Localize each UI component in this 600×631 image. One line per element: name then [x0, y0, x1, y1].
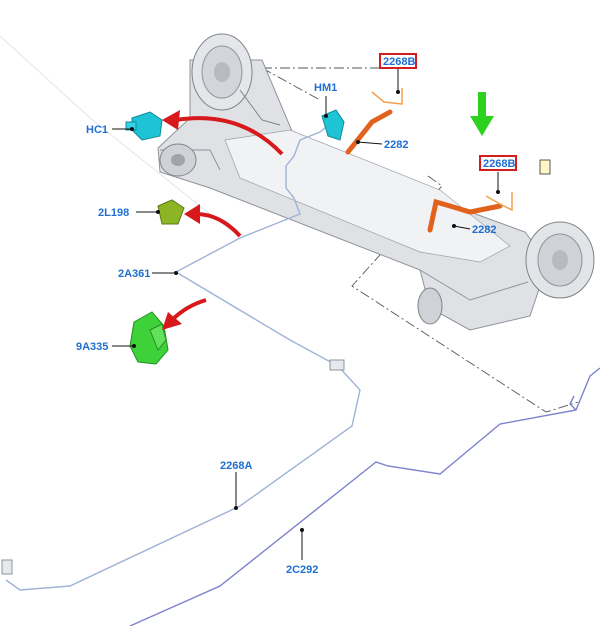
parking-brake-cable	[129, 367, 600, 627]
hc1-part	[125, 111, 163, 141]
leader-dots	[130, 90, 500, 532]
red-arrow-icon	[184, 204, 242, 238]
label-2268b-right: 2268B	[483, 158, 515, 170]
red-arrow-icon	[162, 110, 284, 156]
brake-pipe-fitting	[329, 359, 345, 371]
label-2282-upper: 2282	[384, 139, 408, 151]
label-2268a: 2268A	[220, 460, 252, 472]
hm1-clip-part	[321, 109, 345, 141]
label-2282-lower: 2282	[472, 224, 496, 236]
label-2c292: 2C292	[286, 564, 318, 576]
background-guide-line	[0, 35, 231, 231]
right-brake-drum	[525, 221, 595, 299]
green-down-arrow-icon	[470, 92, 494, 136]
label-hc1: HC1	[86, 124, 108, 136]
leader-lines	[112, 66, 499, 560]
callout-box-2268b-left	[379, 53, 417, 69]
hose-right	[427, 192, 513, 233]
left-brake-drum	[191, 33, 281, 126]
callout-box-2268b-right	[479, 155, 517, 171]
label-2268b-left: 2268B	[383, 56, 415, 68]
label-2a361: 2A361	[118, 268, 150, 280]
label-9a335: 9A335	[76, 341, 108, 353]
9a335-part	[129, 311, 169, 365]
parking-brake-cable-end	[569, 395, 577, 411]
rear-axle-beam	[157, 59, 549, 331]
label-hm1: HM1	[314, 82, 337, 94]
2l198-part	[157, 199, 185, 225]
red-arrow-icon	[162, 298, 207, 330]
small-yellow-square-icon	[539, 159, 551, 175]
label-2l198: 2L198	[98, 207, 129, 219]
brake-pipe-end-fitting	[1, 559, 13, 575]
